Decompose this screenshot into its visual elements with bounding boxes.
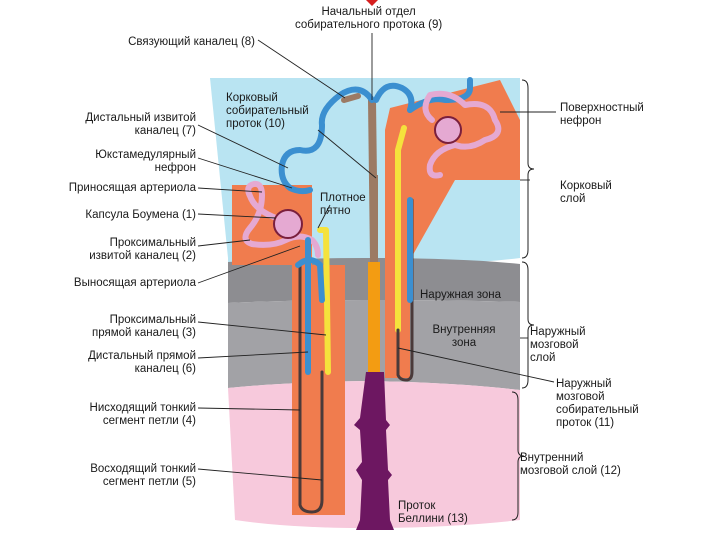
label-bellini-duct: Проток Беллини (13) — [398, 500, 468, 525]
cortical-collecting-duct — [370, 175, 378, 262]
juxtamedullary-blue-lower — [295, 257, 325, 303]
label-afferent-arteriole: Приносящая артериола — [68, 182, 196, 194]
label-efferent-arteriole: Выносящая артериола — [73, 277, 196, 289]
label-cortex: Корковый слой — [560, 180, 612, 205]
bellini-duct — [354, 372, 394, 530]
top-arrow-icon — [366, 0, 378, 6]
leader-line — [197, 321, 327, 336]
superficial-nephron-region — [385, 80, 520, 378]
leader-line — [317, 129, 377, 179]
leader-line — [197, 407, 301, 411]
layer-bracket — [521, 79, 535, 259]
label-distal-convoluted: Дистальный извитой каналец (7) — [85, 112, 196, 137]
leader-line — [197, 351, 309, 359]
leader-line — [197, 239, 251, 247]
label-ascending-thin: Восходящий тонкий сегмент петли (5) — [90, 463, 196, 488]
leader-line — [257, 39, 346, 99]
label-initial-collecting: Начальный отдел собирательного протока (… — [295, 6, 443, 31]
leader-line — [197, 245, 301, 284]
outer-medullary-collecting-duct — [368, 262, 380, 372]
bowman-capsule-juxtamedullary — [273, 209, 303, 239]
leader-lines — [197, 0, 556, 521]
label-bowman-capsule: Капсула Боумена (1) — [85, 209, 196, 221]
leader-line — [317, 204, 331, 229]
proximal-straight-tubule — [317, 227, 331, 375]
glomerulus-superficial — [434, 116, 462, 144]
label-descending-thin: Нисходящий тонкий сегмент петли (4) — [89, 402, 196, 427]
leader-line — [197, 157, 293, 189]
layer-bracket — [521, 261, 535, 389]
leader-line — [197, 468, 323, 481]
superficial-distal-tubule — [407, 77, 473, 113]
leader-line — [197, 124, 289, 169]
label-outer-medulla: Наружный мозговой слой — [530, 326, 586, 364]
label-distal-straight: Дистальный прямой каналец (6) — [88, 350, 196, 375]
label-inner-zone: Внутренняя зона — [432, 324, 496, 349]
label-connecting-tubule: Связующий каналец (8) — [128, 36, 255, 48]
label-superficial-nephron: Поверхностный нефрон — [560, 102, 644, 127]
layer-bracket — [511, 391, 525, 521]
superficial-yellow-tubule — [395, 125, 407, 333]
label-cortical-collecting: Корковый собирательный проток (10) — [226, 92, 309, 130]
label-inner-medulla: Внутренний мозговой слой (12) — [520, 452, 621, 477]
leader-line — [197, 187, 263, 193]
superficial-loop — [396, 198, 414, 382]
label-outer-zone: Наружная зона — [420, 289, 501, 301]
label-macula-densa: Плотное пятно — [320, 192, 366, 217]
superficial-proximal-tubule — [422, 90, 502, 179]
leader-line — [197, 213, 277, 219]
label-proximal-convoluted: Проксимальный извитой каналец (2) — [89, 237, 196, 262]
label-outer-medullary-collecting: Наружный мозговой собирательный проток (… — [556, 378, 639, 429]
connecting-tubule-right — [373, 82, 415, 113]
descending-thin-limb — [298, 263, 324, 514]
label-juxtamedullary: Юкстамедулярный нефрон — [95, 149, 196, 174]
brown-segment-left — [341, 93, 361, 103]
label-proximal-straight: Проксимальный прямой каналец (3) — [91, 314, 196, 339]
